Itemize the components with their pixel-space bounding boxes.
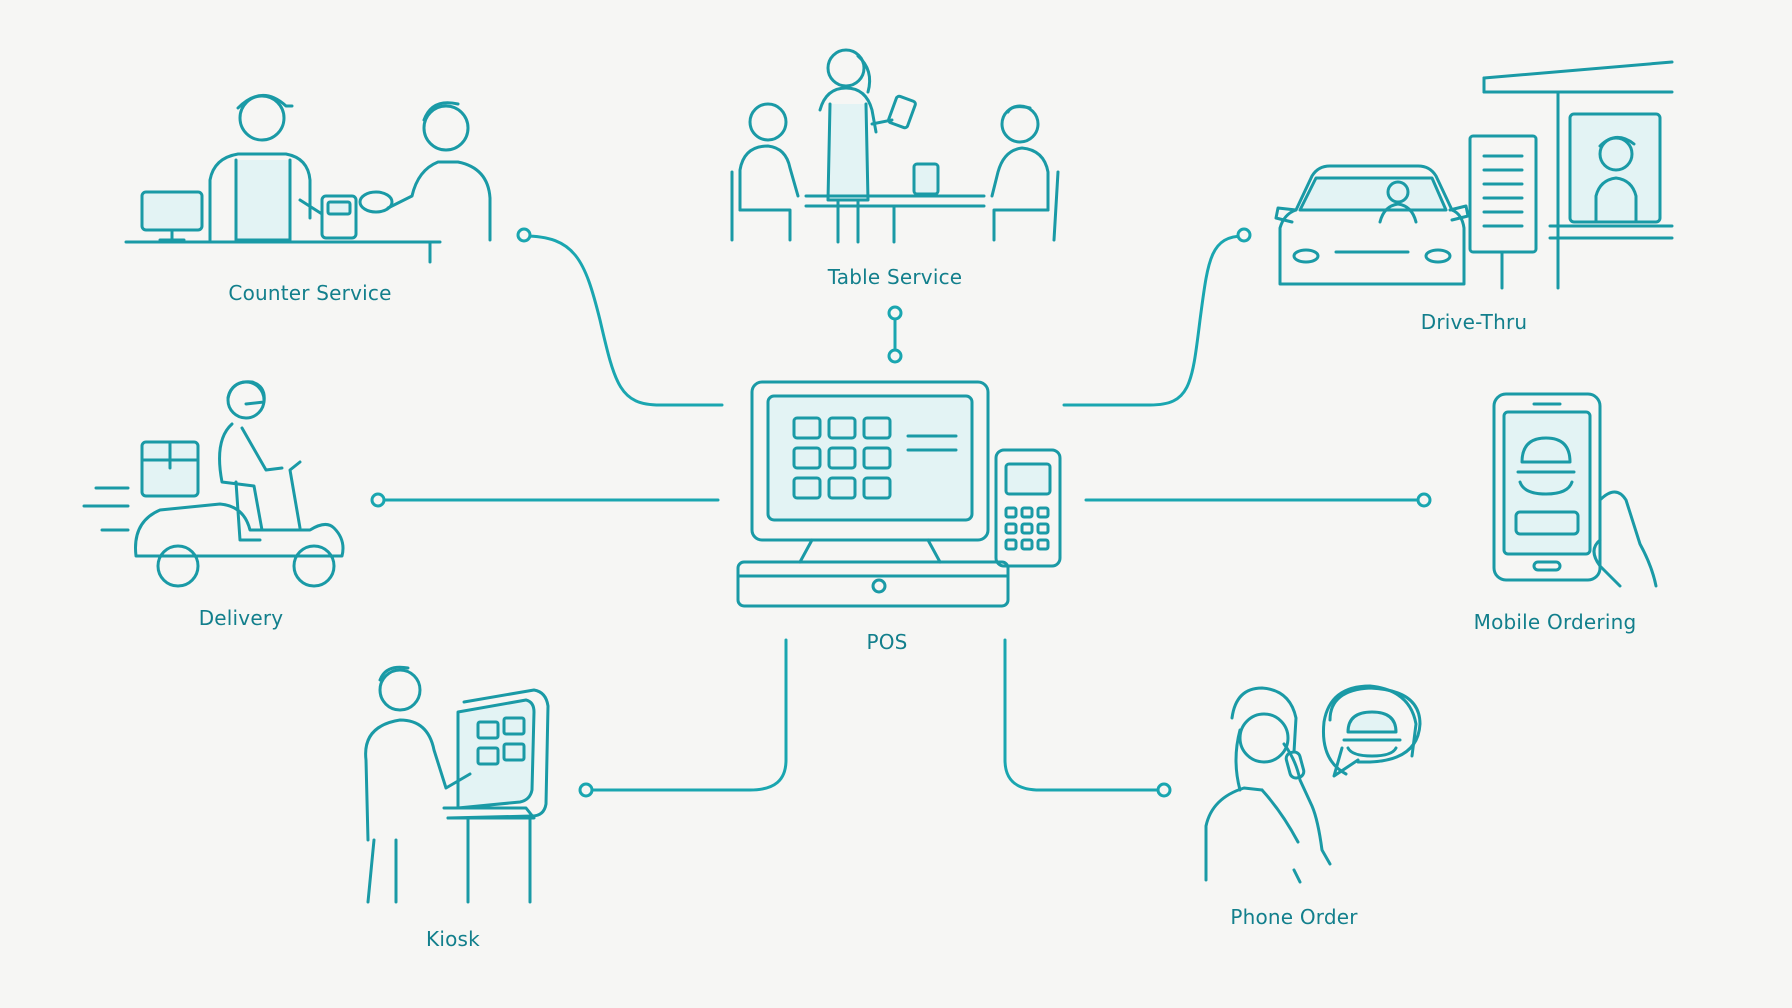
table-service-label: Table Service bbox=[827, 265, 963, 289]
delivery-label: Delivery bbox=[198, 606, 284, 630]
counter-service-icon bbox=[124, 94, 492, 264]
counter-service-label: Counter Service bbox=[228, 281, 392, 305]
mobile-phone-icon bbox=[1492, 392, 1658, 588]
mobile-ordering-label: Mobile Ordering bbox=[1473, 610, 1637, 634]
drive-thru-icon bbox=[1274, 60, 1674, 290]
pos-terminal-icon bbox=[736, 380, 1062, 608]
connector-delivery bbox=[370, 492, 720, 508]
connector-table bbox=[887, 305, 903, 364]
connector-phone bbox=[1003, 638, 1172, 798]
pos-label: POS bbox=[866, 630, 908, 654]
delivery-scooter-icon bbox=[82, 380, 345, 588]
connector-mobile bbox=[1084, 492, 1432, 508]
connector-kiosk bbox=[578, 638, 788, 798]
table-service-icon bbox=[730, 48, 1060, 244]
phone-call-icon bbox=[1204, 684, 1422, 884]
connector-counter bbox=[516, 227, 724, 407]
drive-thru-label: Drive-Thru bbox=[1420, 310, 1528, 334]
phone-order-label: Phone Order bbox=[1230, 905, 1358, 929]
self-service-kiosk-icon bbox=[364, 665, 550, 904]
kiosk-label: Kiosk bbox=[426, 927, 480, 951]
connector-drive bbox=[1062, 227, 1252, 407]
